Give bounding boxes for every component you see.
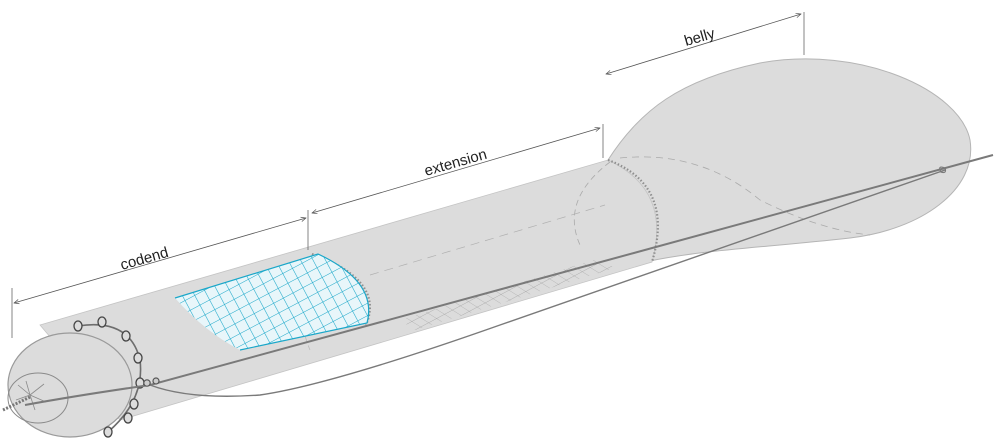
extension-label: extension <box>422 146 488 180</box>
ring-icon <box>133 352 143 364</box>
codend-dimension-arrow <box>14 218 306 303</box>
ropes <box>24 154 994 406</box>
codend-label: codend <box>118 244 170 274</box>
ring-icon <box>103 426 113 438</box>
codend-closing-rope <box>2 316 145 438</box>
ring-icon <box>129 398 139 410</box>
extension-dimension-arrow <box>312 128 600 213</box>
top-rope <box>24 154 994 406</box>
belly-dimension-arrow <box>606 14 801 74</box>
belly-label: belly <box>682 25 717 50</box>
belly-section <box>607 58 972 263</box>
ring-icon <box>97 316 107 328</box>
lower-rope <box>149 169 946 397</box>
ring-icon <box>121 330 131 342</box>
codend-end-cap <box>7 332 133 438</box>
ring-icon <box>123 412 133 424</box>
extension-belly-seam <box>607 158 659 263</box>
ring-icon <box>73 320 83 332</box>
